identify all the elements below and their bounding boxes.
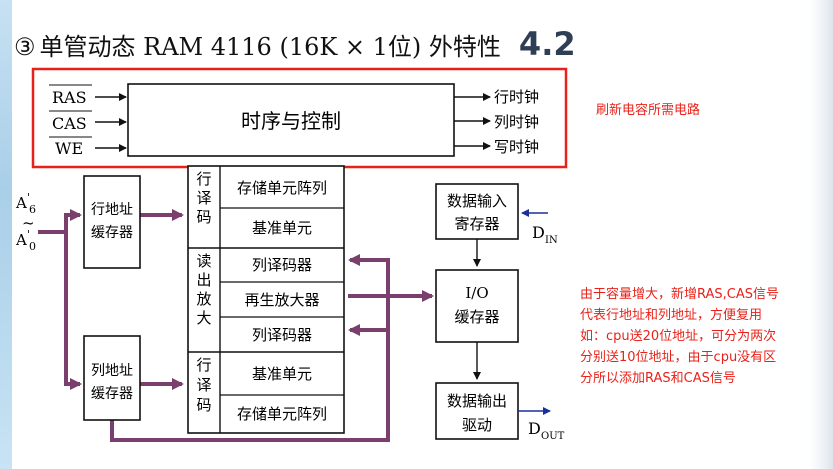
din-label: D IN xyxy=(532,223,558,246)
svg-text:译: 译 xyxy=(196,189,211,207)
svg-text:缓存器: 缓存器 xyxy=(91,225,133,241)
address-input-label: A ' 6 ~ A ' 0 xyxy=(15,191,36,253)
data-output-driver: 数据输出 驱动 xyxy=(435,382,519,440)
svg-text:码: 码 xyxy=(196,396,211,414)
svg-text:D: D xyxy=(532,223,545,242)
memory-array-stack: 行 译 码 读 出 放 大 行 译 码 存储单元阵列 基准单元 列译码器 再生放… xyxy=(187,165,345,434)
row-address-buffer: 行地址 缓存器 xyxy=(83,175,141,269)
svg-text:译: 译 xyxy=(196,376,211,394)
sense-amp-label: 读 出 放 大 xyxy=(196,252,211,327)
svg-text:寄存器: 寄存器 xyxy=(454,215,499,233)
svg-text:I/O: I/O xyxy=(465,284,488,302)
row-decoder-top: 行 译 码 xyxy=(196,170,211,226)
svg-text:IN: IN xyxy=(545,235,558,246)
svg-text:A: A xyxy=(15,194,27,212)
left-decor-strip xyxy=(0,0,12,469)
svg-text:数据输入: 数据输入 xyxy=(447,192,507,210)
svg-text:6: 6 xyxy=(29,203,36,216)
svg-text:出: 出 xyxy=(196,271,211,289)
svg-text:码: 码 xyxy=(196,208,211,226)
bus-to-col-buffer xyxy=(64,232,82,390)
svg-text:行: 行 xyxy=(196,356,211,374)
col-clock-label: 列时钟 xyxy=(494,113,539,131)
data-input-register: 数据输入 寄存器 xyxy=(435,183,519,240)
row-decoder-bottom: 行 译 码 xyxy=(196,356,211,414)
svg-text:0: 0 xyxy=(29,240,36,253)
explanation-note: 由于容量增大，新增RAS,CAS信号 代表行地址和列地址，方便复用 如：cpu送… xyxy=(580,284,810,389)
bus-col-to-top-col-decoder xyxy=(110,254,390,442)
we-label: WE xyxy=(55,139,83,158)
svg-text:~: ~ xyxy=(22,214,35,232)
svg-text:行地址: 行地址 xyxy=(91,202,133,218)
cell-col-decoder-top: 列译码器 xyxy=(252,256,312,274)
explanation-line: 分别送10位地址，由于cpu没有区 xyxy=(580,350,777,365)
svg-text:大: 大 xyxy=(196,309,211,327)
control-annotation: 刷新电容所需电路 xyxy=(596,103,701,118)
svg-text:缓存器: 缓存器 xyxy=(454,308,499,326)
svg-text:D: D xyxy=(528,419,541,438)
svg-text:缓存器: 缓存器 xyxy=(91,386,133,402)
circled-number: ③ xyxy=(14,33,36,61)
io-buffer: I/O 缓存器 xyxy=(435,269,519,343)
svg-text:': ' xyxy=(27,191,30,204)
svg-text:行: 行 xyxy=(196,170,211,188)
cell-storage-array-bottom: 存储单元阵列 xyxy=(237,405,327,423)
title-text: 单管动态 RAM 4116 (16K × 1位) 外特性 xyxy=(39,33,501,61)
page-title: ③ 单管动态 RAM 4116 (16K × 1位) 外特性 4.2 xyxy=(14,25,576,65)
svg-text:放: 放 xyxy=(196,290,211,308)
svg-text:A: A xyxy=(15,231,27,249)
address-bus xyxy=(38,209,434,442)
ras-label: RAS xyxy=(52,88,87,107)
timing-control-box xyxy=(127,83,455,157)
cell-reference-top: 基准单元 xyxy=(252,219,312,237)
dout-label: D OUT xyxy=(528,419,565,442)
explanation-line: 由于容量增大，新增RAS,CAS信号 xyxy=(580,287,780,302)
col-address-buffer: 列地址 缓存器 xyxy=(83,335,141,421)
cas-label: CAS xyxy=(52,114,87,133)
cell-storage-array-top: 存储单元阵列 xyxy=(237,179,327,197)
svg-text:': ' xyxy=(27,228,30,241)
explanation-line: 如：cpu送20位地址，可分为两次 xyxy=(580,329,777,344)
right-decor-strip xyxy=(809,0,833,469)
svg-text:驱动: 驱动 xyxy=(462,416,492,434)
control-block: RAS CAS WE 时序与控制 行时钟 列时钟 写时钟 xyxy=(49,83,539,158)
write-clock-label: 写时钟 xyxy=(494,138,539,156)
explanation-line: 分所以添加RAS和CAS信号 xyxy=(580,371,736,386)
row-clock-label: 行时钟 xyxy=(494,88,539,106)
section-number: 4.2 xyxy=(518,25,576,63)
cell-reference-bottom: 基准单元 xyxy=(252,365,312,383)
cell-regen-amp: 再生放大器 xyxy=(244,291,319,309)
timing-control-label: 时序与控制 xyxy=(241,109,341,133)
explanation-line: 代表行地址和列地址，方便复用 xyxy=(580,308,763,323)
svg-text:数据输出: 数据输出 xyxy=(447,392,507,410)
svg-text:读: 读 xyxy=(196,252,211,270)
svg-text:OUT: OUT xyxy=(541,431,565,442)
svg-text:列地址: 列地址 xyxy=(91,363,133,379)
cell-col-decoder-bottom: 列译码器 xyxy=(252,326,312,344)
bus-to-row-buffer xyxy=(38,209,82,234)
